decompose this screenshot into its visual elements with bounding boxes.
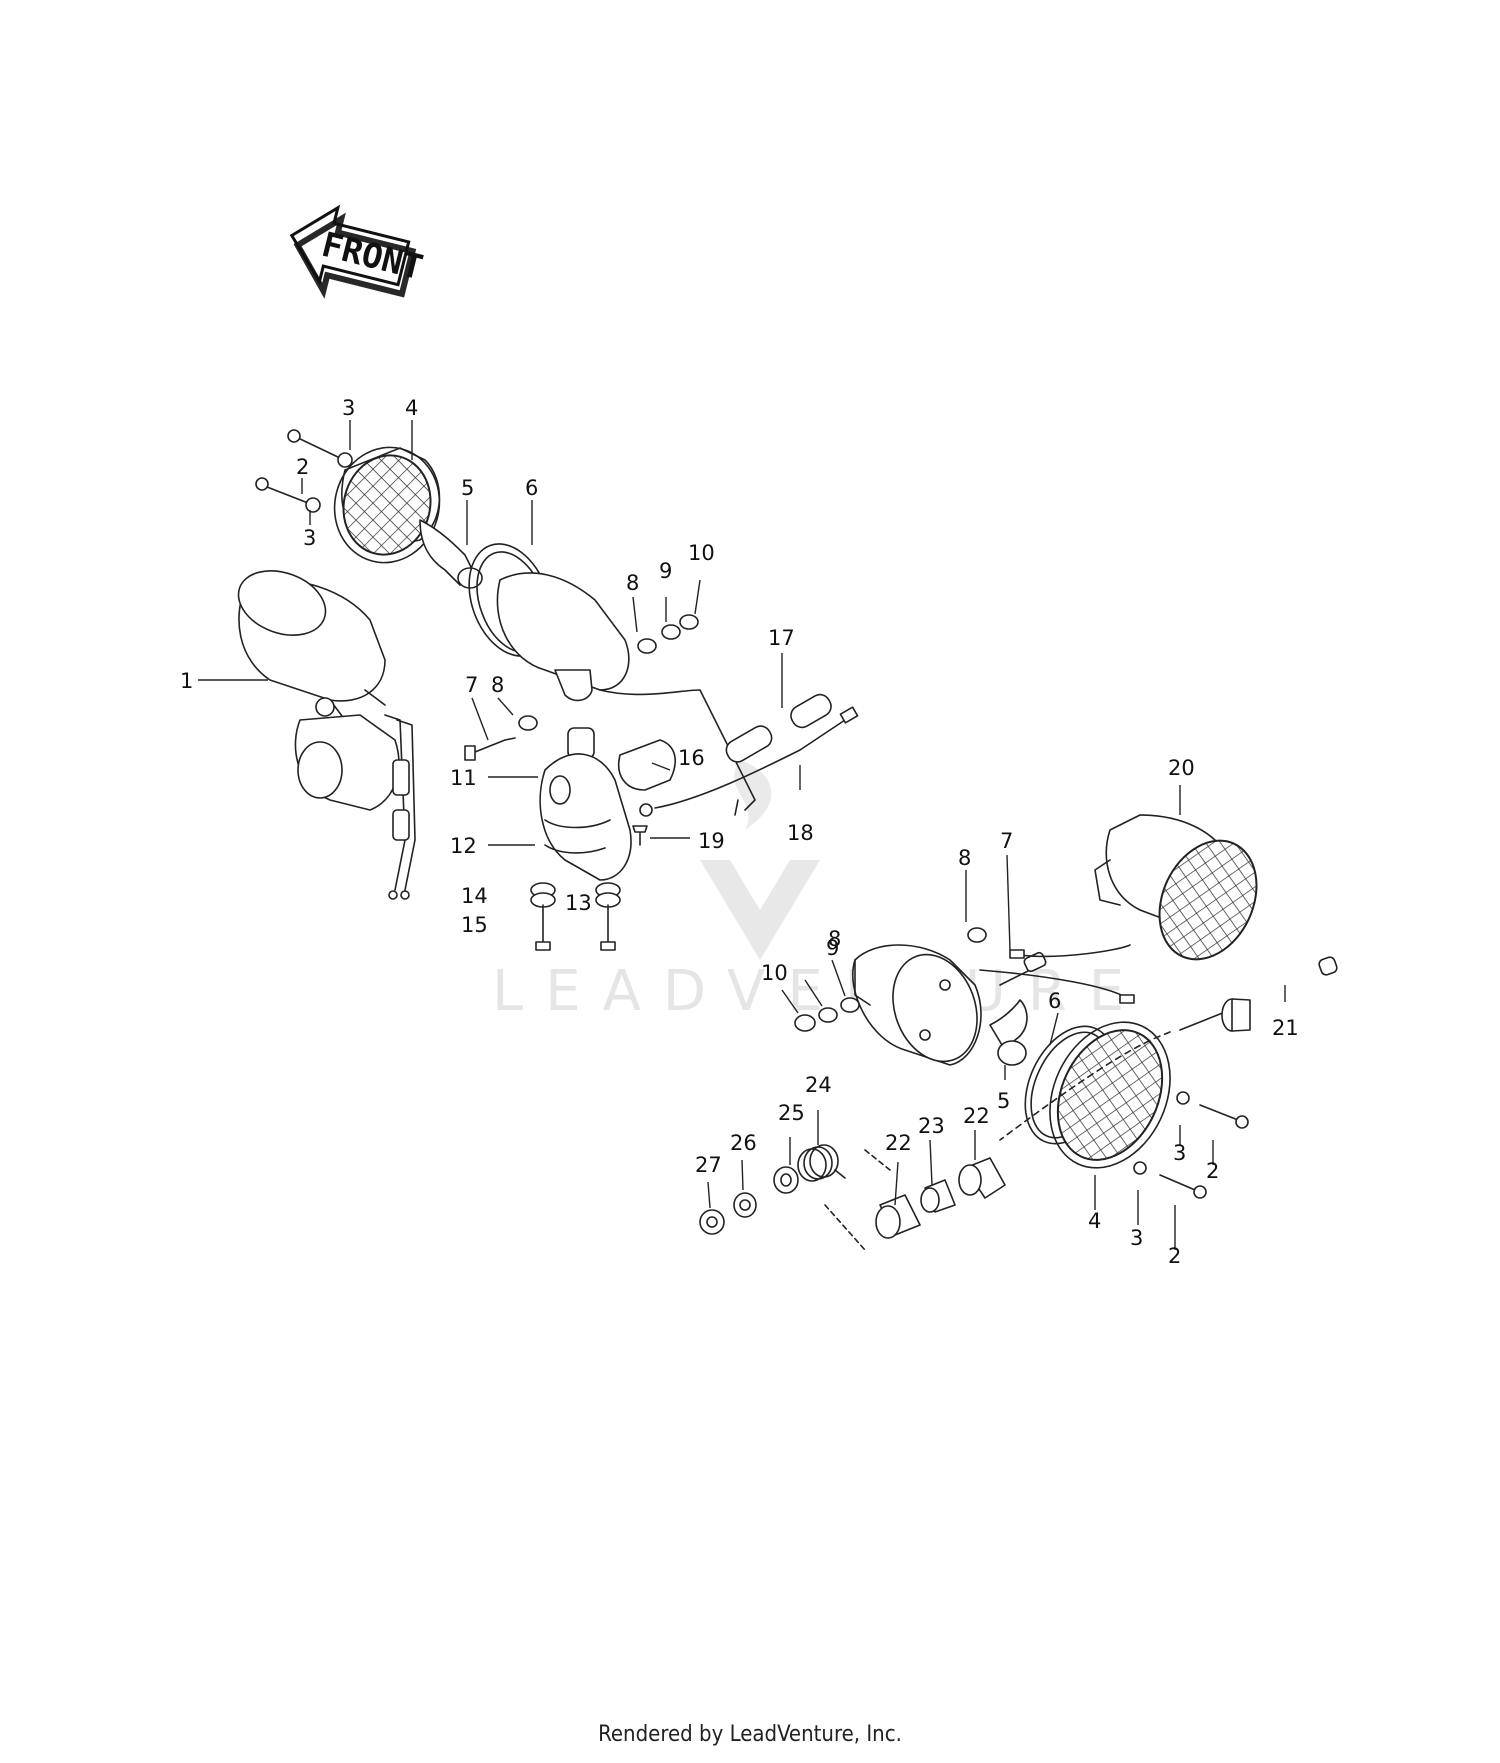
callout-numbers: 1 3 4 2 3 5 6 8 9 10 7 8 11 12 14 13 15 …	[180, 396, 1195, 960]
callout-15: 15	[461, 913, 488, 937]
right-signal-body	[852, 944, 982, 1066]
callout-22-a: 22	[963, 1104, 990, 1128]
callout-3: 3	[342, 396, 355, 420]
front-arrow-icon: FRONT	[289, 204, 427, 299]
right-wires	[979, 944, 1135, 1004]
screw	[632, 825, 648, 846]
left-bulb	[419, 519, 483, 589]
spacer-stack	[824, 1149, 1006, 1251]
leader-lines	[198, 420, 1286, 1250]
callout-8: 8	[958, 846, 971, 870]
left-lens-screws	[255, 429, 353, 513]
spring-24	[797, 1144, 846, 1182]
right-lens-screws	[1133, 1091, 1249, 1199]
callout-4: 4	[405, 396, 418, 420]
callout-27: 27	[695, 1153, 722, 1177]
callout-24: 24	[805, 1073, 832, 1097]
callout-13: 13	[565, 891, 592, 915]
callout-8: 8	[626, 571, 639, 595]
callout-19: 19	[698, 829, 725, 853]
callout-8: 8	[491, 673, 504, 697]
callout-17: 17	[768, 626, 795, 650]
callout-3-right-b: 3	[1130, 1226, 1143, 1250]
mount-screws	[530, 882, 621, 951]
small-parts-25-27	[699, 1166, 799, 1235]
callout-11: 11	[450, 766, 477, 790]
callout-6-right: 6	[1048, 989, 1061, 1013]
callout-8-right-signal-b: 8	[828, 927, 841, 951]
callout-23: 23	[918, 1114, 945, 1138]
callout-5-right: 5	[997, 1089, 1010, 1113]
mid-bolt	[464, 715, 538, 761]
callout-9: 9	[826, 936, 839, 960]
switch-housing	[539, 727, 632, 881]
callout-20: 20	[1168, 756, 1195, 780]
wire-lead	[639, 706, 859, 817]
callout-1: 1	[180, 669, 193, 693]
left-washers	[637, 614, 699, 654]
callout-6: 6	[525, 476, 538, 500]
callout-9: 9	[659, 559, 672, 583]
callout-2: 2	[296, 455, 309, 479]
right-washers	[794, 997, 860, 1032]
callout-22-b: 22	[885, 1131, 912, 1155]
callout-10: 10	[688, 541, 715, 565]
left-signal-body	[496, 572, 756, 811]
callout-2-right-b: 2	[1168, 1244, 1181, 1268]
callout-3: 3	[303, 526, 316, 550]
callout-18: 18	[787, 821, 814, 845]
right-lens	[1049, 1021, 1171, 1169]
callout-7: 7	[465, 673, 478, 697]
right-bolt-7	[967, 927, 1047, 986]
callout-3-right-a: 3	[1173, 1141, 1186, 1165]
switch-boot	[618, 739, 676, 791]
left-lens	[333, 446, 441, 564]
callout-21: 21	[1272, 1016, 1299, 1040]
callout-26: 26	[730, 1131, 757, 1155]
wire-tubes	[725, 693, 832, 763]
callout-4-right: 4	[1088, 1209, 1101, 1233]
callout-numbers-right: 8 10 6 5 21 3 2 4 3 2 22 23 22 24 25 26 …	[695, 927, 1299, 1268]
callout-12: 12	[450, 834, 477, 858]
callout-5: 5	[461, 476, 474, 500]
stud-21	[999, 956, 1338, 1141]
footer-credit: Rendered by LeadVenture, Inc.	[598, 1722, 902, 1747]
left-signal-housing	[237, 570, 416, 900]
callout-25: 25	[778, 1101, 805, 1125]
callout-2-right-a: 2	[1206, 1159, 1219, 1183]
right-lens-assembly-20	[1094, 814, 1258, 961]
callout-14: 14	[461, 884, 488, 908]
callout-16: 16	[678, 746, 705, 770]
right-bulb	[989, 999, 1028, 1066]
callout-7: 7	[1000, 829, 1013, 853]
callout-10-right: 10	[761, 961, 788, 985]
